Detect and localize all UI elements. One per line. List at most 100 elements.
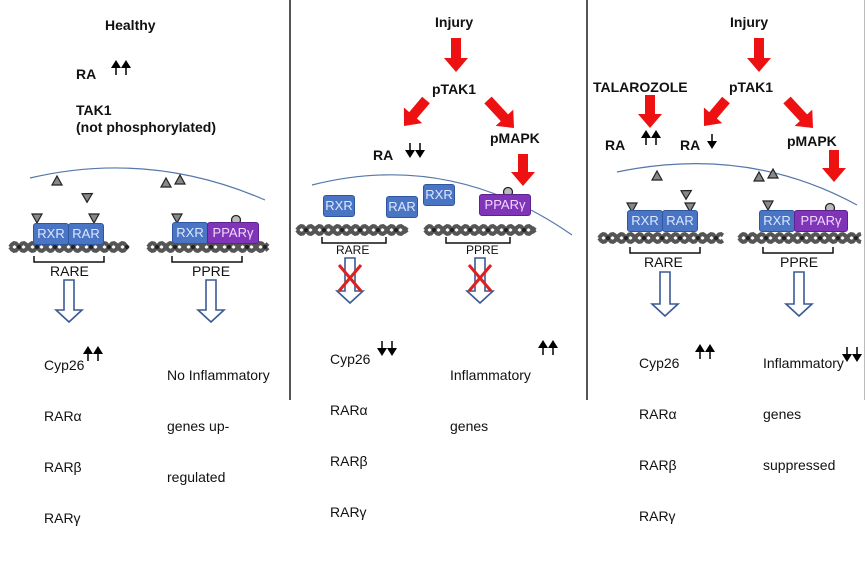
retinoic-acid-ligand-icon — [761, 200, 775, 212]
transcription-arrow — [783, 271, 815, 318]
rxr-protein: RXR — [627, 210, 663, 232]
injury-label: Injury — [435, 14, 474, 30]
panel-healthy: Healthy RA TAK1 (not phosphorylated) RXR… — [0, 0, 289, 526]
dna-crossing — [394, 228, 398, 232]
down-arrow-icon — [405, 150, 415, 158]
down-arrow-icon — [387, 348, 397, 356]
pmapk-label: pMAPK — [787, 133, 837, 149]
dna-strand — [295, 223, 409, 237]
up-arrow-icon — [641, 130, 651, 138]
text-line: genes up- — [167, 418, 230, 434]
signal-arrow — [703, 96, 730, 126]
response-element-bracket — [321, 237, 387, 244]
dna-crossing — [836, 236, 840, 240]
cell-membrane — [616, 163, 858, 206]
gene-list: Cyp26 RARα RARβ RARγ — [330, 317, 370, 555]
up-arrow-icon — [548, 340, 558, 348]
dna-crossing — [714, 236, 718, 240]
dna-crossing — [800, 236, 804, 240]
ra-label: RA — [373, 147, 394, 163]
ppre-element-label: PPRE — [192, 263, 231, 279]
gene-cyp26: Cyp26 — [44, 357, 85, 373]
dna-crossing — [818, 236, 822, 240]
frame-border — [864, 0, 865, 400]
dna-strand — [423, 223, 537, 237]
text-line: Inflammatory — [450, 367, 531, 383]
rxr-protein: RXR — [423, 184, 455, 206]
dna-crossing — [107, 245, 111, 249]
blocked-x-icon — [467, 264, 493, 292]
response-element-bracket — [171, 256, 243, 263]
response-element-bracket — [629, 247, 701, 254]
rar-protein: RAR — [662, 210, 698, 232]
retinoic-acid-ligand-icon — [683, 202, 697, 214]
pmapk-label: pMAPK — [490, 130, 540, 146]
dna-crossing — [125, 245, 129, 249]
dna-crossing — [17, 245, 21, 249]
response-element-bracket — [33, 256, 105, 263]
tak1-note: (not phosphorylated) — [76, 119, 216, 135]
inflammatory-genes-text: No Inflammatory genes up- regulated — [167, 333, 270, 520]
gene-list: Cyp26 RARα RARβ RARγ — [44, 323, 84, 561]
response-element-bracket — [762, 247, 834, 254]
blocked-x-icon — [337, 264, 363, 292]
signal-arrow — [638, 95, 662, 128]
dna-crossing — [376, 228, 380, 232]
ppar-gamma-protein: PPARγ — [794, 210, 848, 232]
gene-rar-gamma: RARγ — [330, 504, 367, 520]
ra-label-up: RA — [605, 137, 626, 153]
dna-crossing — [624, 236, 628, 240]
gene-rar-alpha: RARα — [330, 402, 368, 418]
dna-crossing — [173, 245, 177, 249]
cell-membrane — [311, 174, 573, 236]
dna-crossing — [606, 236, 610, 240]
inflammatory-genes-text: Inflammatory genes — [450, 333, 531, 469]
up-arrow-icon — [93, 346, 103, 354]
rare-element-label: RARE — [336, 243, 370, 257]
signal-arrow — [747, 38, 771, 72]
retinoic-acid-ligand-icon — [680, 189, 693, 201]
signal-arrow — [783, 96, 813, 128]
diagram: Healthy RA TAK1 (not phosphorylated) RXR… — [0, 0, 865, 526]
retinoic-acid-ligand-icon — [766, 167, 780, 179]
dna-strand — [737, 231, 862, 245]
transcription-arrow — [649, 271, 681, 318]
retinoic-acid-ligand-icon — [30, 213, 44, 225]
tak1-label: TAK1 — [76, 102, 112, 118]
down-arrow-icon — [852, 354, 862, 362]
ppre-element-label: PPRE — [780, 254, 819, 270]
dna-crossing — [696, 236, 700, 240]
dna-crossing — [245, 245, 249, 249]
dna-crossing — [678, 236, 682, 240]
text-line: regulated — [167, 469, 226, 485]
signal-arrow — [403, 96, 430, 126]
rar-protein: RAR — [68, 223, 104, 245]
transcription-arrow — [53, 279, 85, 324]
transcription-arrow — [464, 257, 496, 305]
signal-arrow — [484, 96, 514, 128]
dna-crossing — [209, 245, 213, 249]
dna-crossing — [340, 228, 344, 232]
dna-crossing — [468, 228, 472, 232]
down-arrow-icon — [842, 354, 852, 362]
injury-label: Injury — [730, 14, 769, 30]
retinoic-acid-ligand-icon — [81, 192, 94, 204]
gene-cyp26: Cyp26 — [639, 355, 680, 371]
dna-crossing — [450, 228, 454, 232]
dna-crossing — [155, 245, 159, 249]
transcription-arrow — [195, 279, 227, 324]
retinoic-acid-ligand-icon — [625, 202, 639, 214]
down-arrow-icon — [707, 141, 717, 149]
retinoic-acid-ligand-icon — [650, 169, 664, 181]
up-arrow-icon — [83, 346, 93, 354]
dna-crossing — [263, 245, 267, 249]
diagram-graphics — [8, 38, 862, 362]
rxr-protein: RXR — [323, 195, 355, 217]
panel-injury: Injury pTAK1 RA pMAPK RXR RAR RXR PPARγ … — [290, 0, 586, 520]
rare-element-label: RARE — [50, 263, 89, 279]
gene-cyp26: Cyp26 — [330, 351, 371, 367]
gene-rar-alpha: RARα — [639, 406, 677, 422]
response-element-bracket — [445, 237, 511, 244]
dna-crossing — [486, 228, 490, 232]
rxr-protein: RXR — [759, 210, 795, 232]
